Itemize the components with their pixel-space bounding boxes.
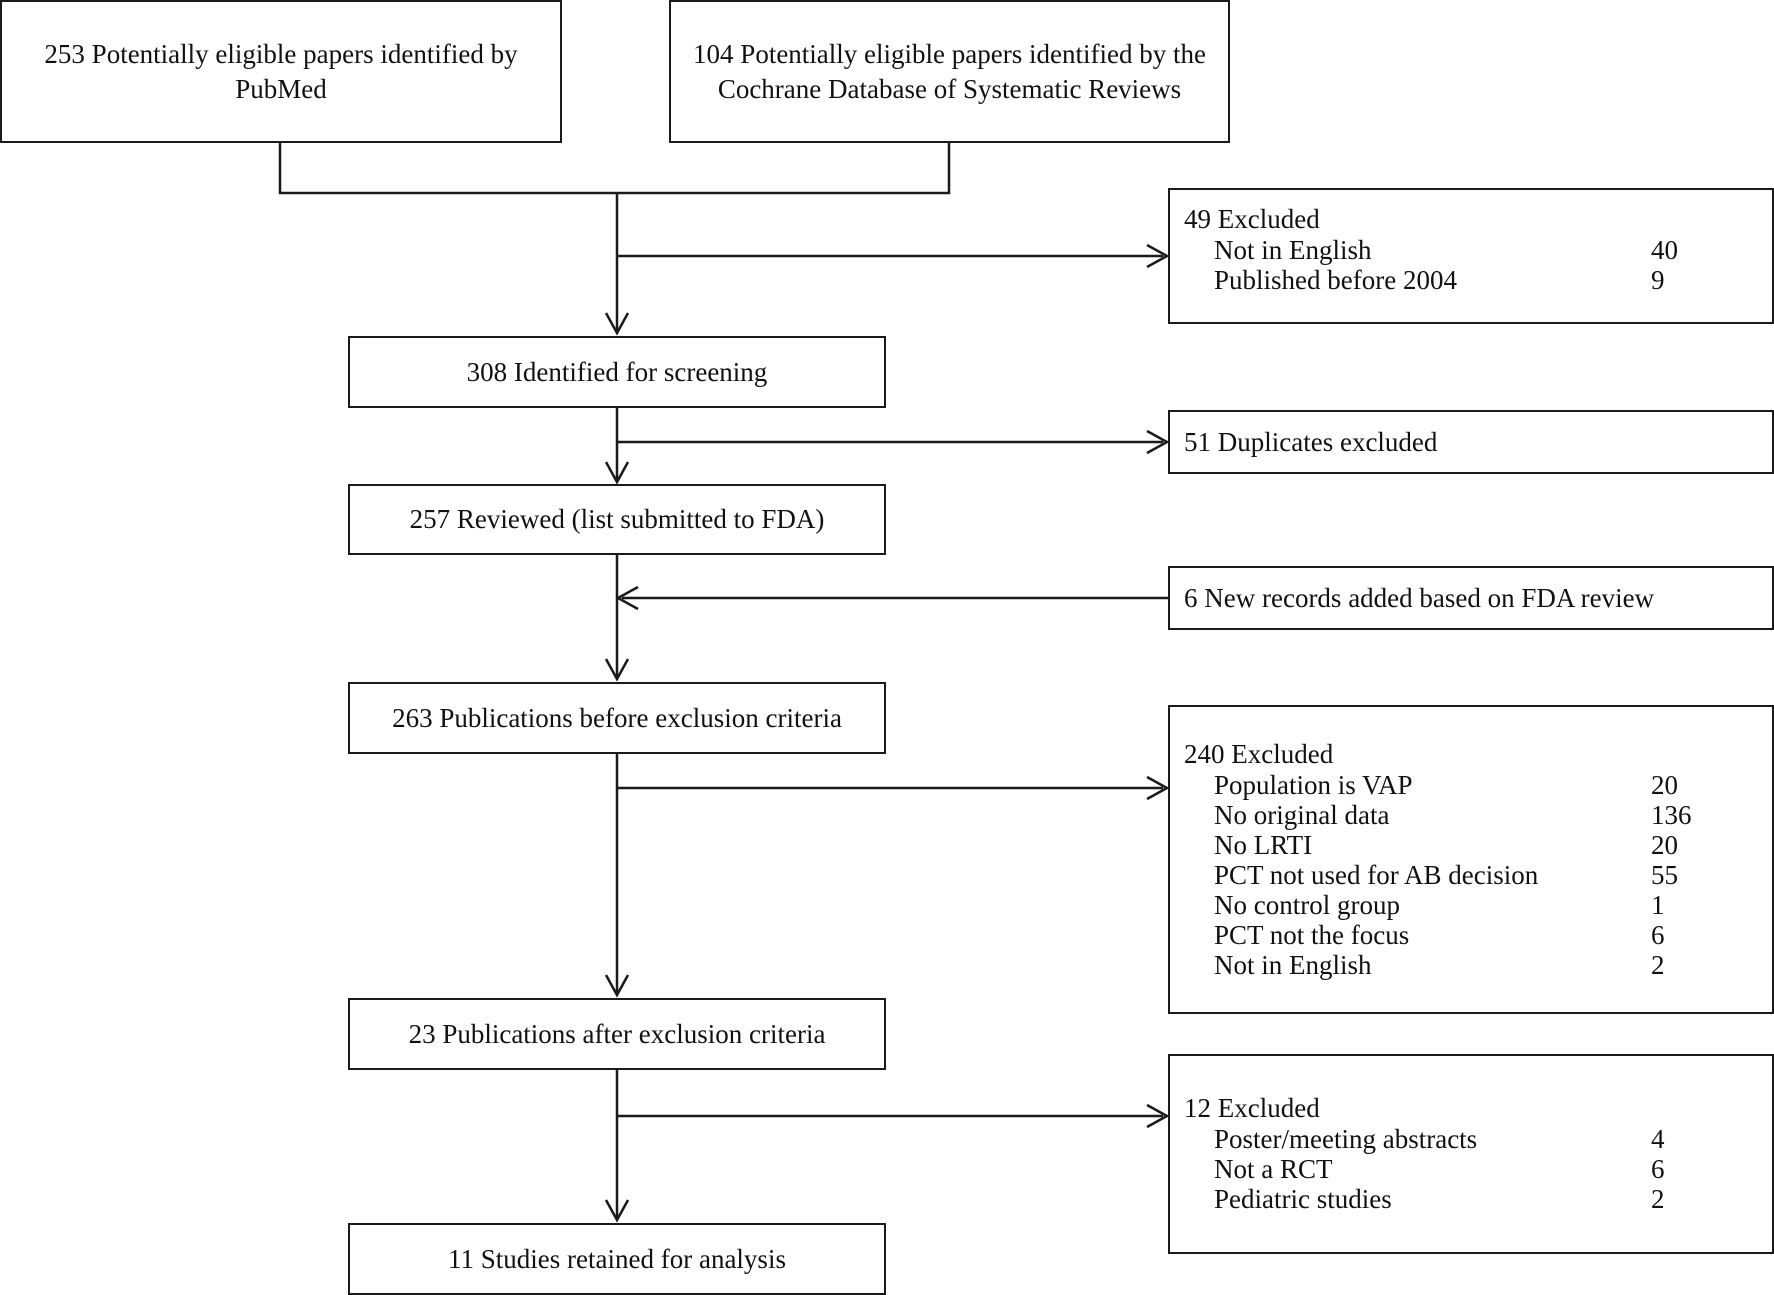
reviewed-box: 257 Reviewed (list submitted to FDA) [348, 484, 886, 555]
before-exclusion-text: 263 Publications before exclusion criter… [392, 702, 842, 733]
list-item: PCT not used for AB decision 55 [1184, 860, 1772, 890]
row-label: Published before 2004 [1214, 265, 1457, 295]
excluded-criteria-box: 240 Excluded Population is VAP 20 No ori… [1168, 705, 1774, 1014]
duplicates-text: 51 Duplicates excluded [1184, 426, 1438, 457]
row-label: Not in English [1214, 950, 1372, 980]
arrowhead-excluded-language [1146, 243, 1170, 269]
arrowhead-after-exclusion [604, 974, 630, 998]
list-item: Published before 2004 9 [1184, 265, 1772, 295]
excluded-final-title: 12 Excluded [1184, 1093, 1320, 1123]
merge-connector [278, 142, 951, 195]
row-count: 20 [1651, 770, 1678, 800]
list-item: No LRTI 20 [1184, 830, 1772, 860]
source-cochrane-text: 104 Potentially eligible papers identifi… [693, 38, 1206, 104]
row-count: 2 [1651, 950, 1665, 980]
new-records-text: 6 New records added based on FDA review [1184, 582, 1655, 613]
row-count: 40 [1651, 235, 1678, 265]
list-item: Poster/meeting abstracts 4 [1184, 1124, 1772, 1154]
after-exclusion-text: 23 Publications after exclusion criteria [408, 1018, 826, 1049]
retained-text: 11 Studies retained for analysis [448, 1243, 786, 1274]
retained-box: 11 Studies retained for analysis [348, 1223, 886, 1295]
list-item: Not in English 40 [1184, 235, 1772, 265]
row-count: 20 [1651, 830, 1678, 860]
row-count: 6 [1651, 920, 1665, 950]
after-exclusion-box: 23 Publications after exclusion criteria [348, 998, 886, 1070]
list-item: PCT not the focus 6 [1184, 920, 1772, 950]
duplicates-box: 51 Duplicates excluded [1168, 410, 1774, 474]
row-count: 1 [1651, 890, 1665, 920]
excluded-language-box: 49 Excluded Not in English 40 Published … [1168, 188, 1774, 324]
source-cochrane-box: 104 Potentially eligible papers identifi… [669, 0, 1230, 143]
row-label: Pediatric studies [1214, 1184, 1392, 1214]
excluded-criteria-title: 240 Excluded [1184, 739, 1334, 769]
row-count: 9 [1651, 265, 1665, 295]
screening-box: 308 Identified for screening [348, 336, 886, 408]
before-exclusion-box: 263 Publications before exclusion criter… [348, 682, 886, 754]
list-item: Not a RCT 6 [1184, 1154, 1772, 1184]
list-item: Not in English 2 [1184, 950, 1772, 980]
arrowhead-duplicates [1146, 429, 1170, 455]
row-label: No original data [1214, 800, 1390, 830]
source-pubmed-text: 253 Potentially eligible papers identifi… [44, 38, 518, 104]
row-count: 2 [1651, 1184, 1665, 1214]
row-count: 55 [1651, 860, 1678, 890]
row-label: PCT not used for AB decision [1214, 860, 1539, 890]
row-label: Poster/meeting abstracts [1214, 1124, 1478, 1154]
list-item: Population is VAP 20 [1184, 770, 1772, 800]
arrowhead-excluded-final [1146, 1103, 1170, 1129]
source-pubmed-box: 253 Potentially eligible papers identifi… [0, 0, 562, 143]
arrowhead-reviewed [604, 461, 630, 485]
arrowhead-excluded-criteria [1146, 775, 1170, 801]
row-label: Not a RCT [1214, 1154, 1333, 1184]
list-item: Pediatric studies 2 [1184, 1184, 1772, 1214]
excluded-language-title: 49 Excluded [1184, 204, 1320, 234]
arrowhead-screening [604, 312, 630, 336]
row-label: Population is VAP [1214, 770, 1413, 800]
excluded-final-box: 12 Excluded Poster/meeting abstracts 4 N… [1168, 1054, 1774, 1254]
row-label: No control group [1214, 890, 1400, 920]
row-count: 136 [1651, 800, 1692, 830]
arrowhead-new-records [615, 585, 639, 611]
row-label: PCT not the focus [1214, 920, 1410, 950]
list-item: No control group 1 [1184, 890, 1772, 920]
row-label: Not in English [1214, 235, 1372, 265]
row-count: 4 [1651, 1124, 1665, 1154]
screening-text: 308 Identified for screening [466, 356, 768, 387]
row-label: No LRTI [1214, 830, 1313, 860]
row-count: 6 [1651, 1154, 1665, 1184]
reviewed-text: 257 Reviewed (list submitted to FDA) [409, 504, 825, 534]
arrowhead-retained [604, 1199, 630, 1223]
arrowhead-before-exclusion [604, 658, 630, 682]
new-records-box: 6 New records added based on FDA review [1168, 566, 1774, 630]
list-item: No original data 136 [1184, 800, 1772, 830]
